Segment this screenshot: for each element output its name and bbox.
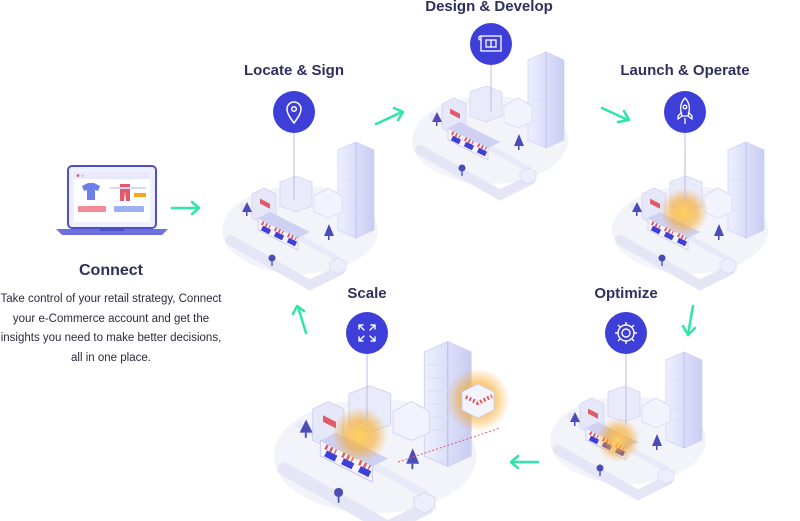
rocket-icon [677,97,693,124]
map-pin-icon [286,101,302,125]
stage-title-optimize: Optimize [594,285,658,302]
arrow-optimize-to-scale [509,454,540,470]
scale-pin [346,312,388,420]
arrow-locate-to-design [374,106,405,126]
scene-locate [222,142,378,285]
blueprint-icon [478,35,502,52]
launch-pin [664,91,706,200]
popup-store [397,383,501,463]
expand-arrows-icon [358,324,376,342]
arrow-connect-to-locate [170,200,201,216]
glow-scale-1 [332,407,388,463]
connect-title: Connect [79,262,143,279]
arrow-launch-to-optimize [681,304,697,337]
stage-title-locate: Locate & Sign [243,62,345,79]
arrow-design-to-launch [600,106,631,124]
connect-description: Take control of your retail strategy, Co… [0,293,222,364]
laptop-illustration [56,165,168,235]
glow-optimize [596,418,640,462]
stage-title-launch: Launch & Operate [620,62,750,79]
design-pin [470,23,512,112]
glow-launch [660,188,708,236]
stage-title-scale: Scale [347,285,387,302]
optimize-pin [605,312,647,425]
stage-title-design: Design & Develop [425,0,553,15]
locate-pin [273,91,315,200]
gear-icon [615,322,637,344]
arrow-scale-to-locate [291,304,308,335]
scene-design [412,52,568,195]
